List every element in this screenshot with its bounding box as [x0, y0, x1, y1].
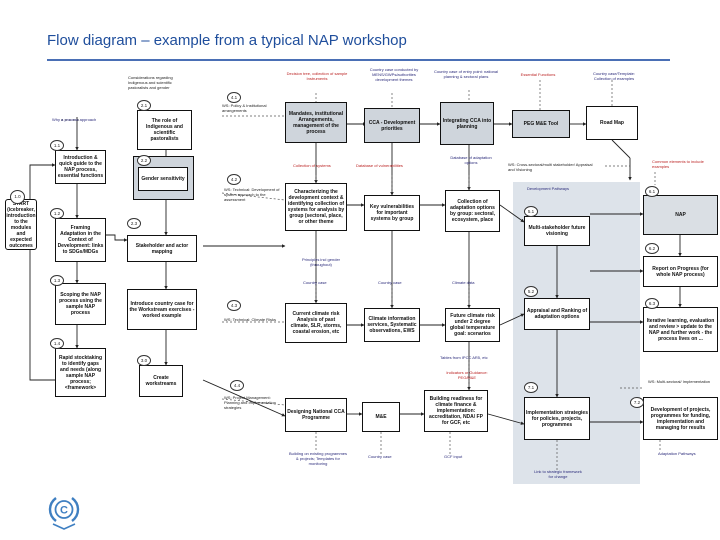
step-number-4-4: 4.4 — [230, 380, 244, 391]
box-indigenous-pastoralists: The role of Indigenous and scientific pa… — [137, 110, 192, 150]
note-ws-technical: WS: Technical: Development of system app… — [224, 187, 280, 202]
step-number-2-3: 2.3 — [127, 218, 141, 229]
box-future-visioning: Multi-stakeholder future visioning — [524, 216, 590, 246]
step-number-6-2: 6.2 — [645, 243, 659, 254]
box-building-readiness: Building readiness for climate finance &… — [424, 390, 488, 432]
note-essential-functions: Essential Functions — [520, 72, 556, 77]
box-road-map: Road Map — [586, 106, 638, 140]
step-number-1-4: 1.4 — [50, 338, 64, 349]
box-framing-adaptation: Framing Adaptation in the Context of Dev… — [55, 218, 106, 262]
box-characterizing-context: Characterizing the development context &… — [285, 183, 347, 231]
step-number-1-3: 1.3 — [50, 275, 64, 286]
step-number-7-1: 7.1 — [524, 382, 538, 393]
step-number-2-1: 2.1 — [137, 100, 151, 111]
box-mandates: Mandates, institutional Arrangements, ma… — [285, 102, 347, 143]
box-future-climate-risk: Future climate risk under 2 degree globa… — [445, 308, 500, 342]
step-number-1-2: 1.2 — [50, 208, 64, 219]
box-peg-tool: PEG M&E Tool — [512, 110, 570, 138]
step-number-1-1: 1.1 — [50, 140, 64, 151]
box-stakeholder-mapping: Stakeholder and actor mapping — [127, 235, 197, 262]
note-ws-cross-sectoral: WS: Cross-sectoral/multi stakeholder/ Ap… — [508, 162, 593, 172]
note-database-adaptation: Database of adaptation options — [450, 155, 492, 165]
note-decision-tree: Decision tree, collection of sample Inst… — [286, 71, 348, 81]
box-start: START (icebreaker, introduction to the m… — [5, 199, 37, 250]
note-indicators-peg: Indicators or Guidance: PEG/M&E — [446, 370, 488, 380]
box-gender-sensitivity: Gender sensitivity — [138, 167, 188, 191]
step-number-1-0: 1.0 — [10, 190, 25, 204]
box-report-progress: Report on Progress (for whole NAP proces… — [643, 256, 718, 287]
box-nap: NAP — [643, 195, 718, 235]
box-development-projects: Development of projects, programmes for … — [643, 397, 718, 440]
note-country-case-b: Country case — [378, 280, 402, 285]
step-number-6-3: 6.3 — [645, 298, 659, 309]
note-link-strategic: Link to strategic framework for change — [534, 469, 582, 479]
box-current-climate-risk: Current climate risk Analysis of past cl… — [285, 303, 347, 343]
box-scoping-nap: Scoping the NAP process using the sample… — [55, 283, 106, 325]
note-adaptation-pathways: Adaptation Pathways — [658, 451, 696, 456]
step-number-4-3: 4.3 — [227, 300, 241, 311]
step-number-4-2: 4.2 — [227, 174, 241, 185]
note-ws-policy: WS: Policy & Institutional arrangements — [222, 103, 267, 113]
unfccc-logo: C — [48, 497, 80, 530]
box-key-vulnerabilities: Key vulnerabilities for important system… — [364, 195, 420, 231]
step-number-4-1: 4.1 — [227, 92, 241, 103]
box-integrating-cca: Integrating CCA into planning — [440, 102, 494, 145]
box-create-workstreams: Create workstreams — [139, 365, 183, 397]
box-iterative-learning: Iterative learning, evaluation and revie… — [643, 307, 718, 352]
note-considerations: Considerations regarding Indigenous and … — [128, 75, 173, 90]
note-common-elements: Common elements to include examples — [652, 159, 704, 169]
note-why-process: Why a process approach — [52, 117, 97, 122]
note-country-case-c: Country case — [368, 454, 392, 459]
title-underline — [47, 59, 670, 61]
step-number-2-2: 2.2 — [137, 155, 151, 166]
note-ws-climate-risks: WS: Technical: Climate Risks — [224, 317, 276, 322]
box-introduction: Introduction & quick guide to the NAP pr… — [55, 150, 106, 184]
note-ws-project-management: WS: Project Management: Planning and Imp… — [224, 395, 276, 410]
box-country-case-intro: Introduce country case for the Workstrea… — [127, 289, 197, 330]
box-climate-info-services: Climate information services, Systematic… — [364, 308, 420, 342]
note-country-case-template: Country case/Template: Collection of exa… — [592, 71, 636, 81]
box-collection-options: Collection of adaptation options by grou… — [445, 190, 500, 232]
step-number-5-1: 5.1 — [524, 206, 538, 217]
note-country-case-a: Country case — [303, 280, 327, 285]
box-implementation-strategies: Implementation strategies for policies, … — [524, 397, 590, 440]
step-number-6-1: 6.1 — [645, 186, 659, 197]
note-country-case-conducted: Country case conducted by MENS/GWPs/auth… — [369, 67, 419, 82]
box-me: M&E — [362, 402, 400, 432]
step-number-3-0: 3.0 — [137, 355, 151, 366]
box-cca-development: CCA - Development priorities — [364, 108, 420, 143]
note-building-programmes: Building on existing programmes & projec… — [288, 451, 348, 466]
box-designing-cca: Designing National CCA Programme — [285, 398, 347, 432]
note-ws-multi-sectoral: WS: Multi-sectoral/ Implementation — [648, 379, 711, 384]
box-rapid-stocktaking: Rapid stocktaking to identify gaps and n… — [55, 348, 106, 397]
note-collection-systems: Collection of systems — [293, 163, 331, 168]
note-development-pathways: Development Pathways — [527, 186, 570, 191]
note-climate-data: Climate data — [452, 280, 475, 285]
note-tables-ipcc: Tables from IPCC AR5, etc — [440, 355, 488, 360]
note-gcf-input: GCF input — [444, 454, 463, 459]
page-title: Flow diagram – example from a typical NA… — [47, 32, 407, 49]
note-principles-gender: Principles incl gender (throughout) — [301, 257, 341, 267]
step-number-7-2: 7.2 — [630, 397, 644, 408]
svg-text:C: C — [60, 505, 68, 517]
step-number-5-2: 5.2 — [524, 286, 538, 297]
note-country-case-entry: Country case of entry point: national pl… — [433, 69, 499, 79]
box-appraisal-ranking: Appraisal and Ranking of adaptation opti… — [524, 298, 590, 330]
note-database-vulnerabilities: Database of vulnerabilities — [356, 163, 403, 168]
